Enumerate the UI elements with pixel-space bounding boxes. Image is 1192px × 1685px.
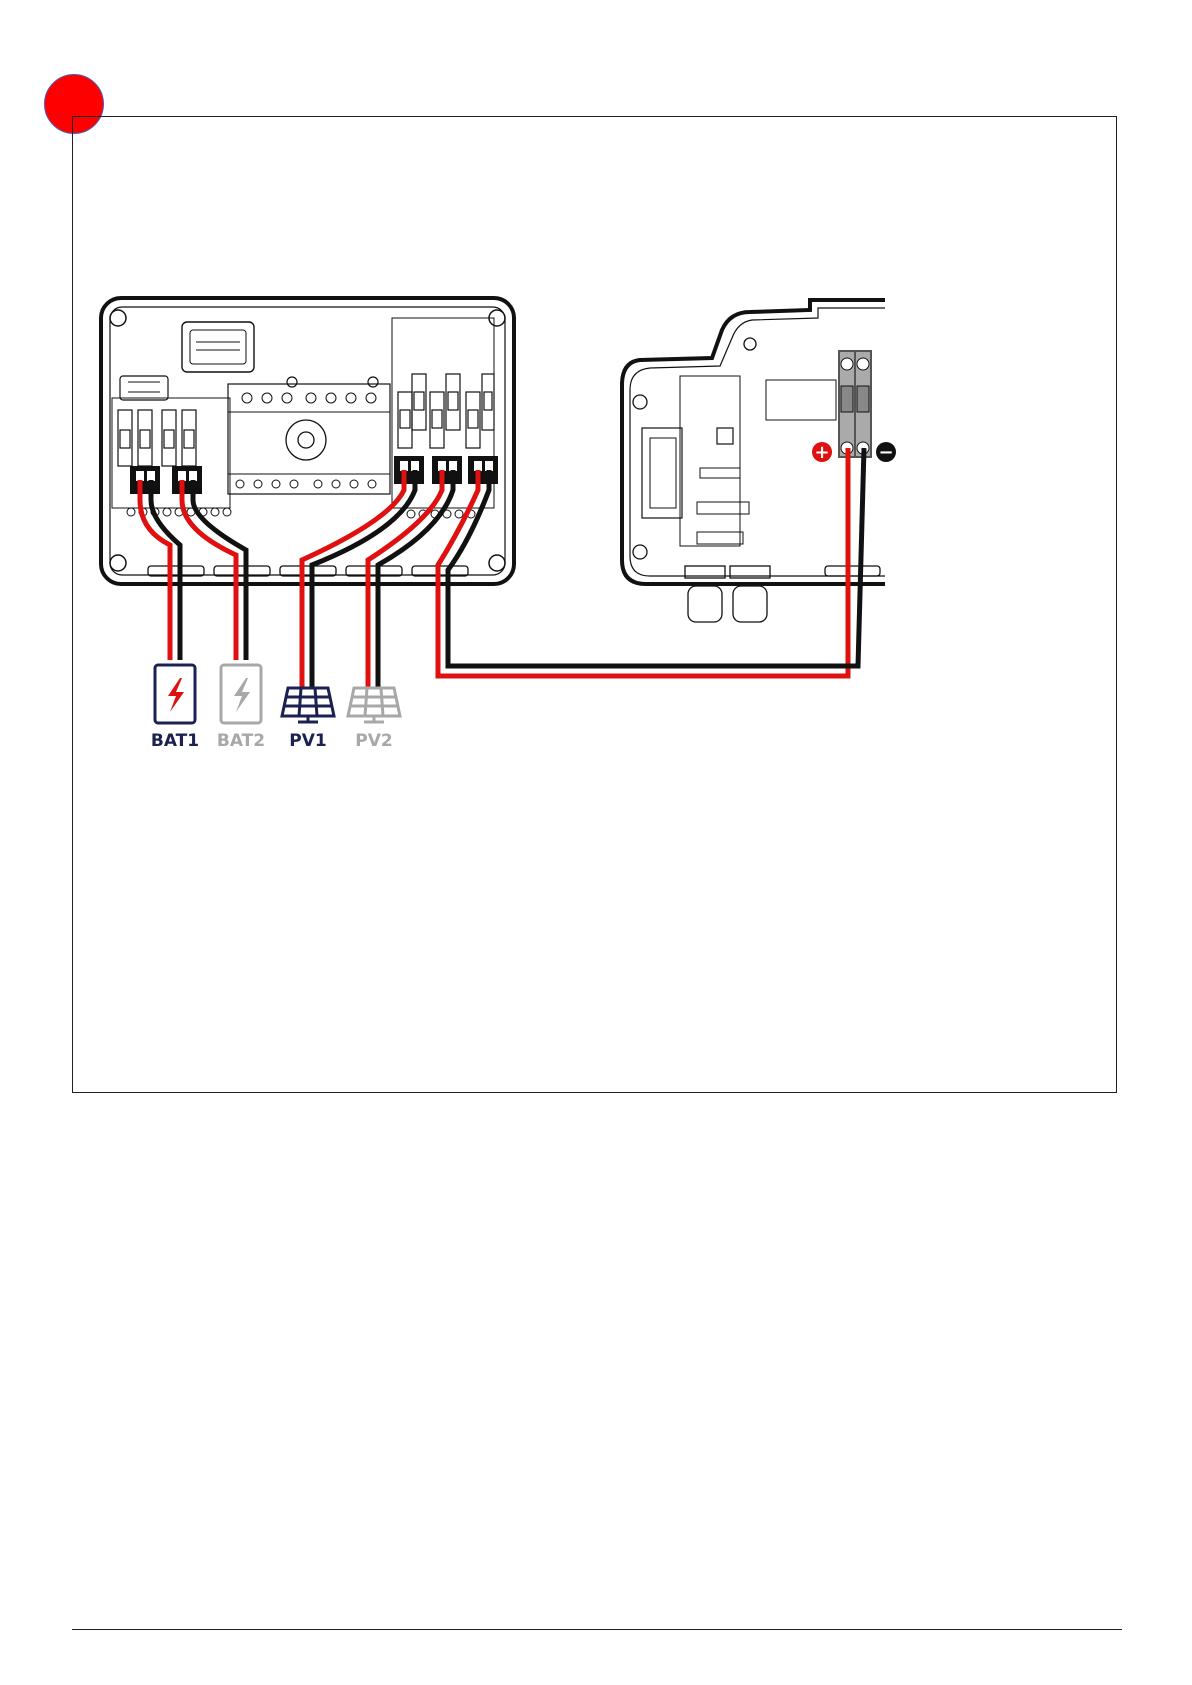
wire-link — [438, 448, 864, 676]
svg-text:+: + — [814, 442, 829, 463]
solar-panel-icon — [348, 688, 400, 722]
battery-icon — [221, 665, 261, 723]
plus-marker: + — [812, 442, 832, 463]
svg-text:−: − — [878, 442, 893, 463]
label-pv1: PV1 — [289, 731, 326, 751]
label-bat2: BAT2 — [217, 731, 265, 751]
solar-panel-icon — [282, 688, 334, 722]
label-bat1: BAT1 — [151, 731, 199, 751]
wire-bat1 — [140, 480, 180, 660]
right-terminal — [838, 350, 872, 458]
wire-pv1 — [302, 470, 415, 688]
minus-marker: − — [876, 442, 896, 463]
battery-icon — [155, 665, 195, 723]
label-pv2: PV2 — [355, 731, 392, 751]
